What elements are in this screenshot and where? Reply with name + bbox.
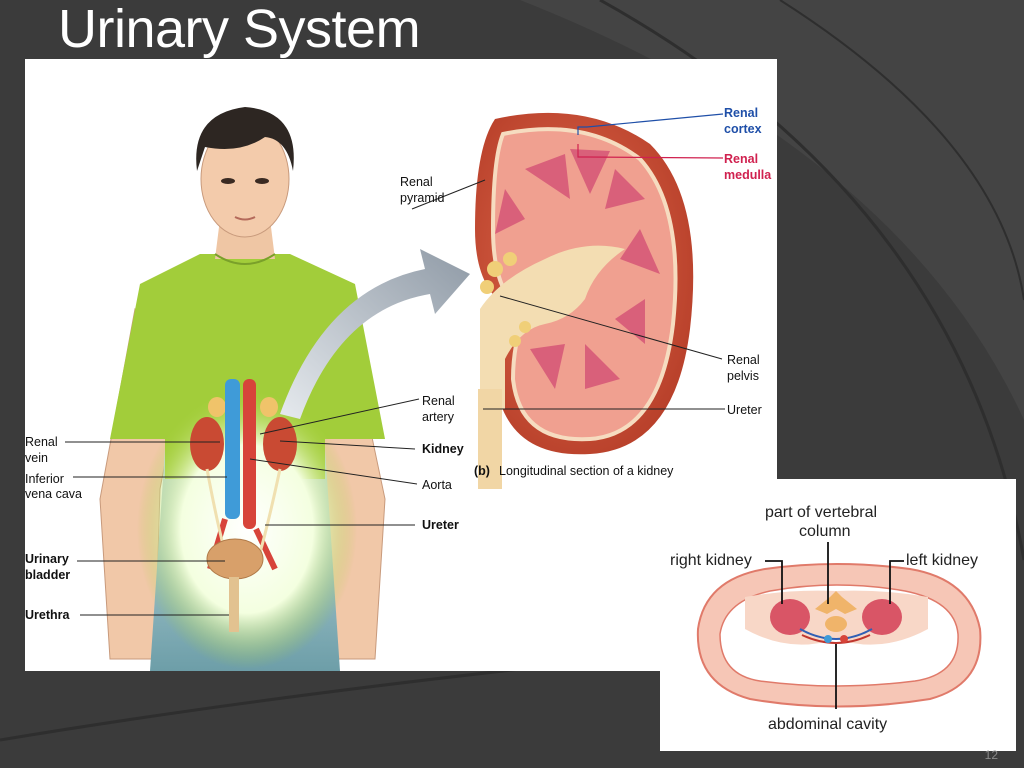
label-ureter-body: Ureter — [422, 518, 459, 532]
human-figure — [99, 107, 386, 671]
page-number: 12 — [984, 748, 998, 762]
zoom-arrow — [280, 249, 470, 419]
label-renal-pyramid: Renal — [400, 175, 433, 189]
caption-text: Longitudinal section of a kidney — [499, 464, 674, 478]
label-urethra: Urethra — [25, 608, 71, 622]
label-renal-vein-2: vein — [25, 451, 48, 465]
kidney-section-figure — [475, 112, 694, 489]
label-vertebral-column-2: column — [799, 523, 851, 540]
label-renal-medulla-2: medulla — [724, 168, 772, 182]
label-urinary-bladder-2: bladder — [25, 568, 70, 582]
label-renal-pelvis: Renal — [727, 353, 760, 367]
label-renal-cortex: Renal — [724, 106, 758, 120]
label-abdominal-cavity: abdominal cavity — [768, 716, 887, 733]
label-renal-cortex-2: cortex — [724, 122, 762, 136]
urinary-organs — [190, 379, 297, 632]
slide-title: Urinary System — [58, 0, 421, 59]
cross-section-figure: part of vertebral column right kidney le… — [670, 504, 982, 733]
label-urinary-bladder: Urinary — [25, 552, 69, 566]
label-renal-artery: Renal — [422, 394, 455, 408]
label-renal-vein: Renal — [25, 435, 58, 449]
label-ureter-section: Ureter — [727, 403, 762, 417]
label-kidney: Kidney — [422, 442, 464, 456]
cross-section-leader-lines — [765, 542, 904, 709]
urinary-figure: Renal vein Inferior vena cava Urinary bl… — [25, 106, 772, 671]
label-inferior-vena-cava-2: vena cava — [25, 487, 82, 501]
body-leader-lines — [65, 179, 725, 616]
cross-section-panel: part of vertebral column right kidney le… — [660, 479, 1016, 751]
label-renal-pelvis-2: pelvis — [727, 369, 759, 383]
label-left-kidney: left kidney — [906, 552, 978, 569]
label-right-kidney: right kidney — [670, 552, 752, 569]
label-renal-pyramid-2: pyramid — [400, 191, 445, 205]
label-vertebral-column: part of vertebral — [765, 504, 877, 521]
label-renal-medulla: Renal — [724, 152, 758, 166]
label-aorta: Aorta — [422, 478, 452, 492]
label-inferior-vena-cava: Inferior — [25, 472, 64, 486]
caption-tag: (b) — [474, 464, 490, 478]
urinary-figure-panel: Renal vein Inferior vena cava Urinary bl… — [25, 59, 777, 671]
label-renal-artery-2: artery — [422, 410, 455, 424]
abdomen-cross-section — [696, 563, 982, 708]
